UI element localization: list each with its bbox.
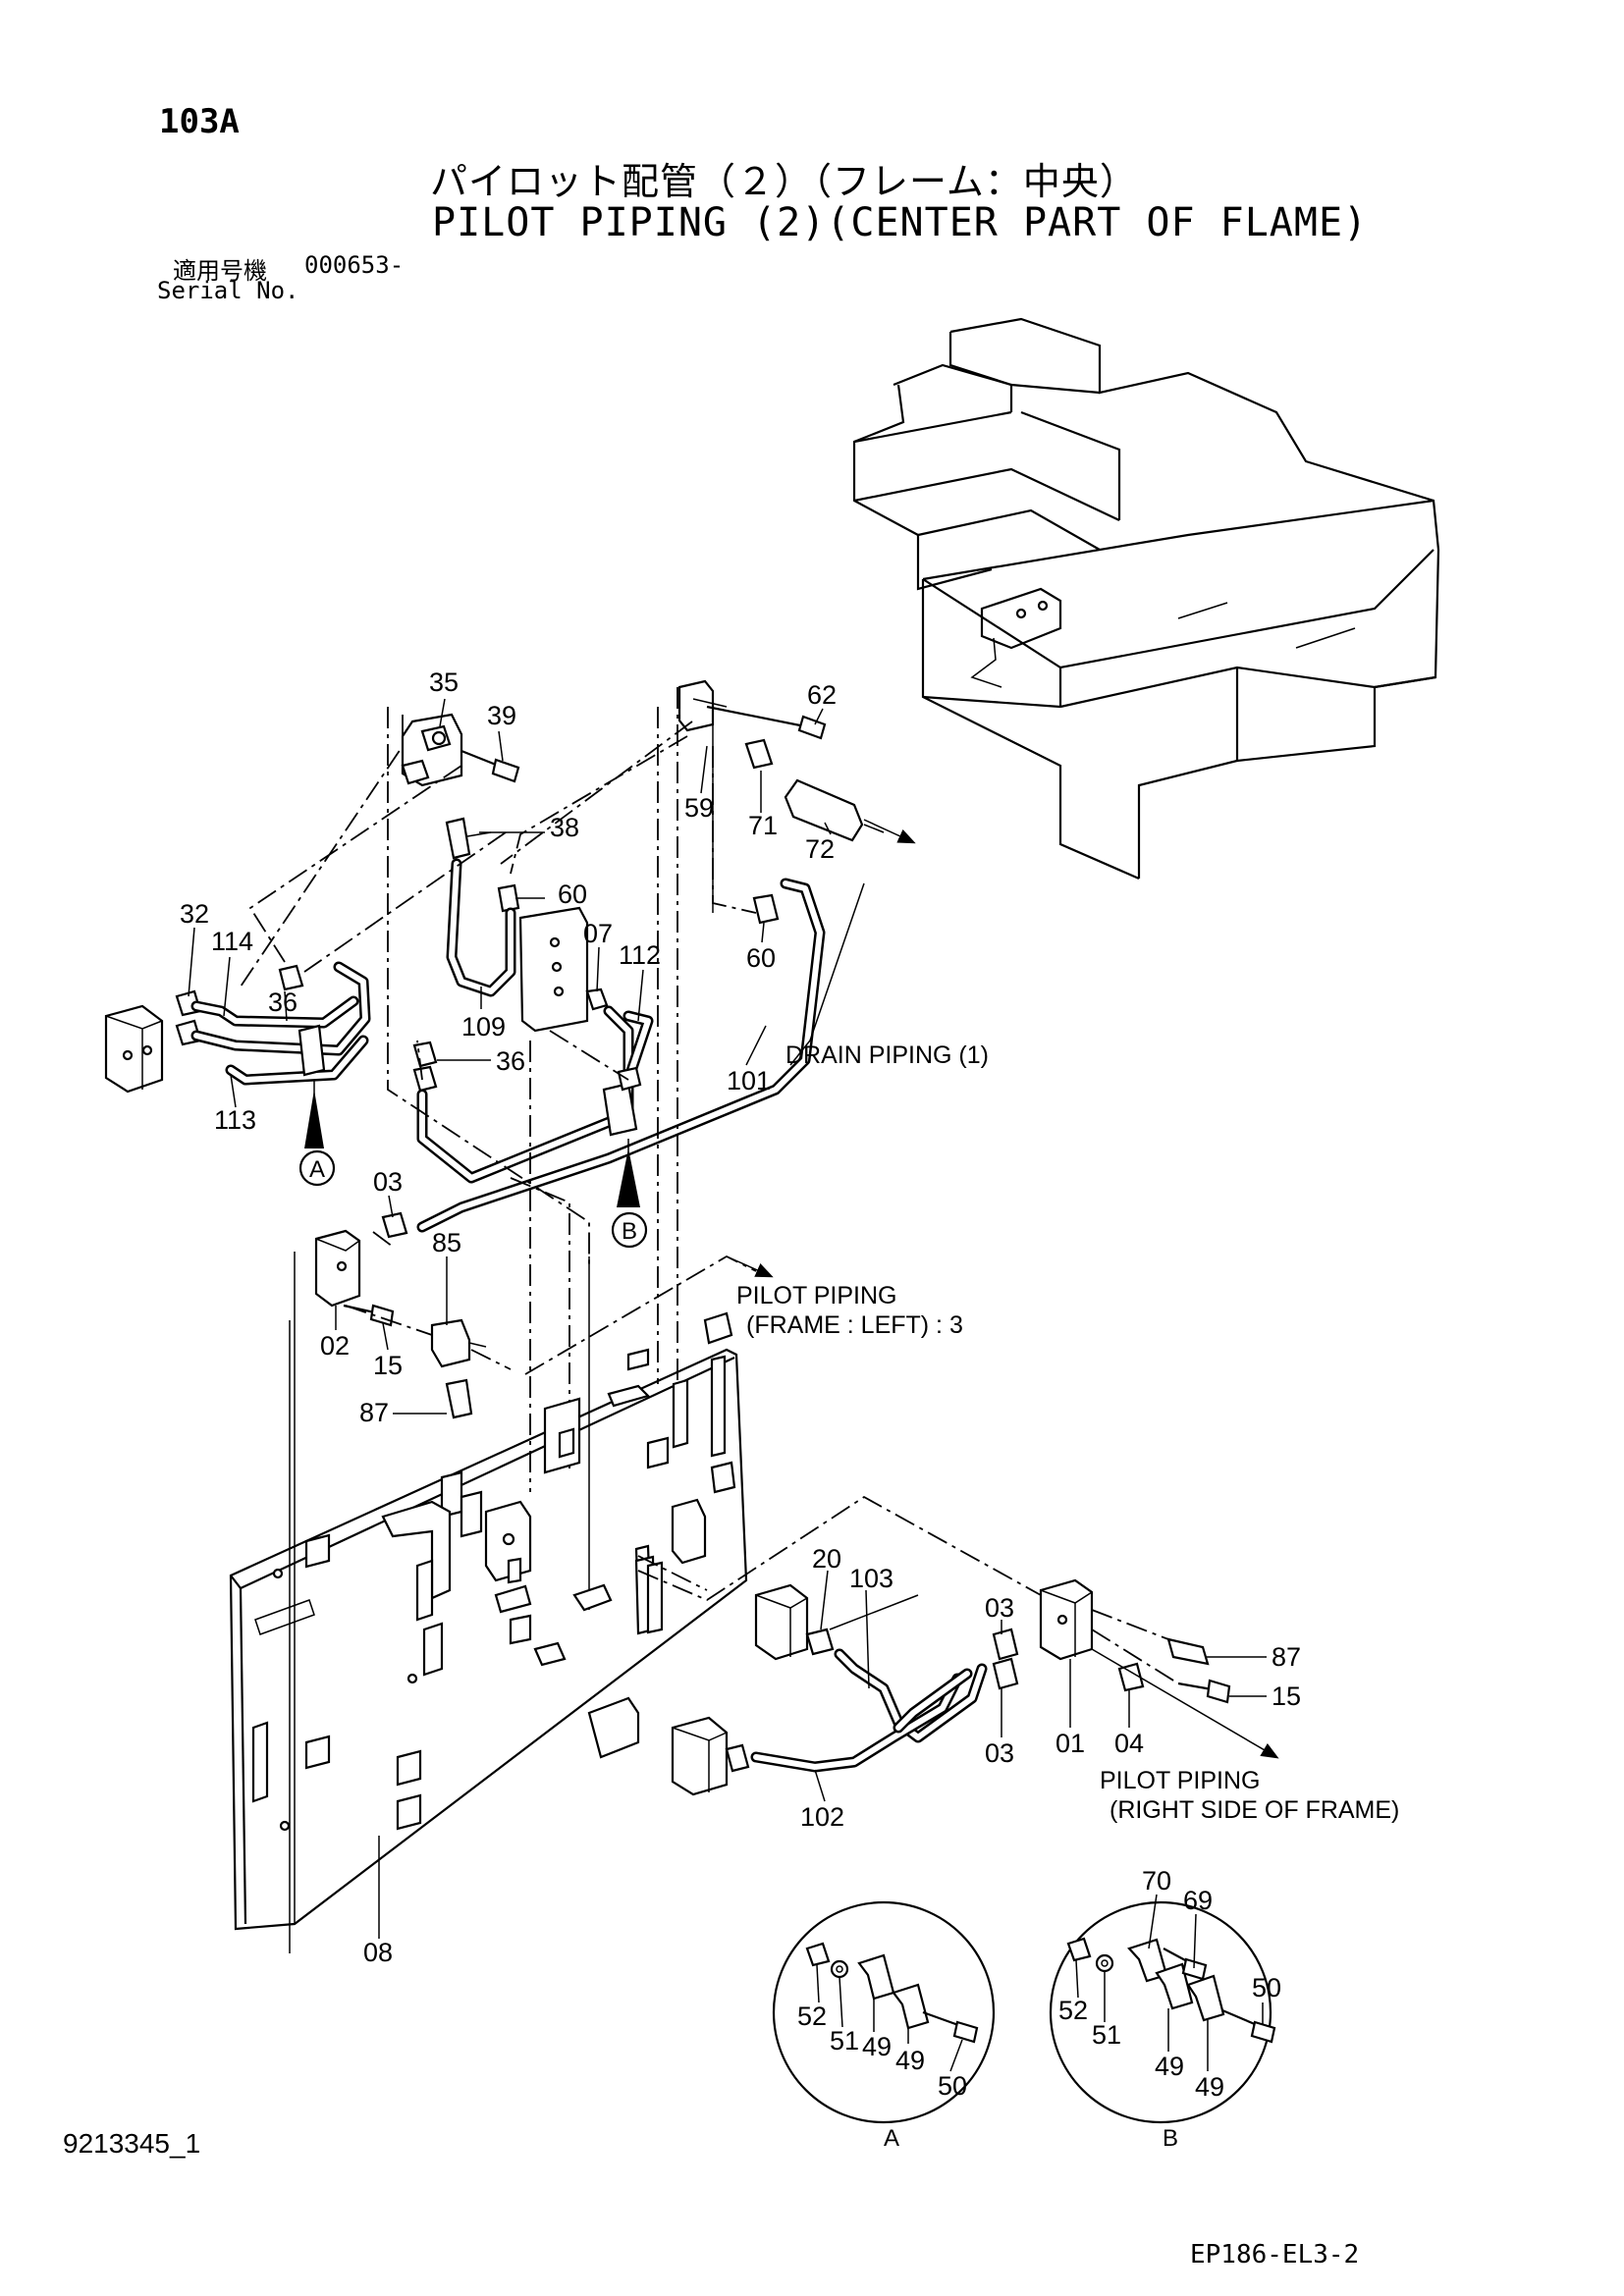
sheet-code: EP186-EL3-2 (1190, 2240, 1360, 2269)
view-indicators (298, 1080, 648, 1249)
assembly-leader-lines-upper (240, 687, 757, 1492)
callout-01: 01 (1056, 1729, 1085, 1758)
callout-51: 51 (830, 2026, 859, 2056)
left-reference-lines (524, 1255, 774, 1375)
middle-fittings-group (314, 1211, 512, 1419)
view-marker-b: B (622, 1218, 637, 1245)
view-marker-a: A (309, 1156, 325, 1183)
callout-35: 35 (429, 667, 459, 697)
callout-113: 113 (214, 1105, 256, 1135)
callout-32: 32 (180, 899, 209, 929)
serial-label-english: Serial No. (157, 277, 299, 304)
callout-49c: 49 (1155, 2052, 1184, 2081)
callout-62: 62 (807, 680, 837, 710)
callout-15: 15 (373, 1351, 403, 1380)
callout-36: 36 (268, 988, 298, 1017)
callout-87b: 87 (1272, 1642, 1301, 1672)
detail-view-a (772, 1900, 996, 2124)
detail-view-b (1049, 1900, 1276, 2124)
callout-50: 50 (938, 2071, 967, 2101)
machine-frame-outline (852, 317, 1440, 881)
callout-60b: 60 (746, 943, 776, 973)
callout-50b: 50 (1252, 1973, 1281, 2002)
callout-101: 101 (727, 1066, 771, 1095)
drain-piping-label: DRAIN PIPING (1) (785, 1041, 989, 1069)
serial-number: 000653- (304, 251, 405, 279)
callout-71: 71 (748, 811, 778, 840)
callout-03: 03 (373, 1167, 403, 1197)
reference-labels: DRAIN PIPING (1) PILOT PIPING (FRAME : L… (736, 1041, 1399, 1824)
callout-36b: 36 (496, 1046, 525, 1076)
callout-70: 70 (1142, 1866, 1171, 1896)
hose-clamps (298, 1024, 642, 1137)
page-title-english: PILOT PIPING (2)(CENTER PART OF FLAME) (432, 200, 1369, 245)
callout-04: 04 (1114, 1729, 1144, 1758)
detail-label-b: B (1163, 2125, 1178, 2152)
callout-03b: 03 (985, 1593, 1014, 1623)
callout-49: 49 (862, 2032, 892, 2061)
callout-02: 02 (320, 1331, 350, 1361)
callout-38: 38 (550, 813, 579, 842)
callout-07: 07 (583, 919, 613, 948)
frame-side-plate (229, 1252, 748, 1953)
callout-69: 69 (1183, 1886, 1213, 1915)
callout-52b: 52 (1058, 1996, 1088, 2025)
callout-03c: 03 (985, 1738, 1014, 1768)
callout-39: 39 (487, 701, 516, 730)
lower-right-hoses (750, 1648, 988, 1773)
pilot-piping-right-line2: (RIGHT SIDE OF FRAME) (1110, 1796, 1399, 1824)
pilot-piping-right-line1: PILOT PIPING (1100, 1767, 1260, 1794)
callout-114: 114 (211, 927, 253, 956)
callout-87: 87 (359, 1398, 389, 1427)
callout-08: 08 (363, 1938, 393, 1967)
drawing-number: 9213345_1 (63, 2128, 201, 2159)
callout-leader-lines (188, 698, 1267, 2072)
page-number: 103A (159, 102, 240, 141)
callout-109: 109 (461, 1012, 506, 1041)
view-marker-letters: A B A B (309, 1156, 1178, 2152)
callout-49d: 49 (1195, 2072, 1224, 2102)
upper-piping-group (104, 679, 916, 1094)
callout-15b: 15 (1272, 1682, 1301, 1711)
callout-60: 60 (558, 880, 587, 909)
pilot-hoses (190, 858, 826, 1233)
callout-102: 102 (800, 1802, 844, 1832)
callout-72: 72 (805, 834, 835, 864)
serial-label-japanese: 適用号機 (173, 257, 267, 285)
lower-right-fittings-group (671, 1578, 1279, 1796)
callout-59: 59 (684, 793, 714, 823)
callout-numbers: 35 39 38 60 07 112 62 59 71 72 60 32 114… (180, 667, 1301, 2102)
pilot-piping-left-line2: (FRAME : LEFT) : 3 (746, 1311, 963, 1339)
callout-51b: 51 (1092, 2020, 1121, 2050)
callout-52: 52 (797, 2002, 827, 2031)
callout-85: 85 (432, 1228, 461, 1257)
page-title-japanese: パイロット配管（２）（フレーム：中央） (430, 160, 1138, 203)
callout-112: 112 (619, 940, 661, 970)
callout-103: 103 (849, 1564, 893, 1593)
pilot-piping-left-line1: PILOT PIPING (736, 1282, 896, 1309)
lower-assembly-lines (637, 1495, 1042, 1602)
callout-49b: 49 (895, 2046, 925, 2075)
detail-label-a: A (884, 2125, 899, 2152)
callout-20: 20 (812, 1544, 841, 1574)
